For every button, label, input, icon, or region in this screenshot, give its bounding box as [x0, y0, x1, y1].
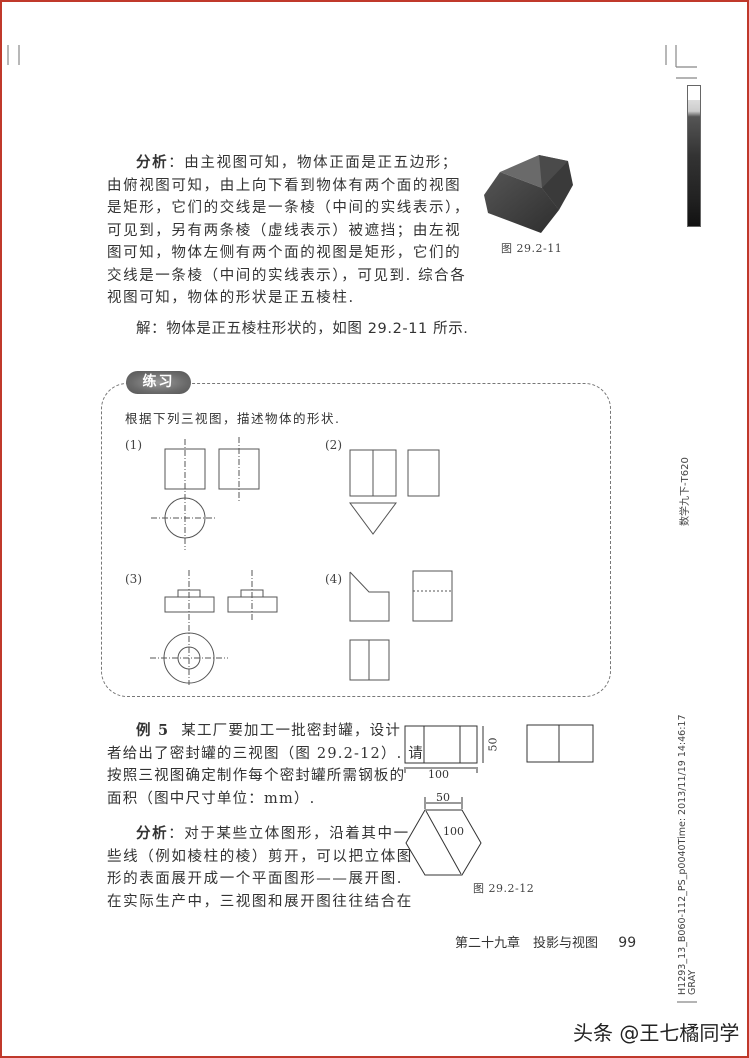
solution-paragraph-1: 解：物体是正五棱柱形状的，如图 29.2-11 所示.	[136, 321, 469, 337]
exercise-box	[101, 383, 611, 697]
dim-front-width: 100	[428, 768, 449, 781]
exercise-2-three-views	[349, 449, 440, 535]
dim-hex-diagonal: 100	[443, 825, 464, 838]
color-mode: GRAY	[687, 969, 698, 995]
figure-caption-29-2-11: 图 29.2-11	[501, 242, 563, 255]
canister-three-views-figure	[404, 724, 594, 876]
exercise-instruction: 根据下列三视图，描述物体的形状.	[125, 411, 341, 426]
page-footer: 第二十九章 投影与视图 99	[455, 932, 636, 951]
exercise-3-three-views	[150, 570, 278, 685]
analysis-lead: 分析	[136, 155, 169, 171]
exercise-item-2-label: (2)	[325, 438, 342, 452]
dim-hex-side: 50	[436, 791, 450, 804]
grayscale-calibration-bar	[687, 85, 701, 227]
chapter-title: 第二十九章 投影与视图	[455, 936, 599, 951]
exercise-badge: 练习	[126, 371, 191, 394]
exercise-item-1-label: (1)	[125, 438, 142, 452]
exercise-1-three-views	[151, 437, 260, 550]
print-info: H1293_13_B060-112_PS_p0040Time: 2013/11/…	[677, 714, 688, 996]
book-code: 数学九下-T620	[680, 457, 691, 526]
exercise-item-4-label: (4)	[325, 572, 342, 586]
analysis-paragraph-2: 分析：对于某些立体图形，沿着其中一 些线（例如棱柱的棱）剪开，可以把立体图 形的…	[107, 826, 413, 910]
page-number: 99	[618, 935, 637, 951]
figure-caption-29-2-12: 图 29.2-12	[473, 882, 535, 895]
exercise-item-3-label: (3)	[125, 572, 142, 586]
analysis-paragraph-1: 分析：由主视图可知，物体正面是正五边形； 由俯视图可知，由上向下看到物体有两个面…	[107, 155, 471, 306]
pentagonal-prism-figure	[484, 155, 573, 233]
watermark: 头条 @王七橘同学	[573, 1021, 740, 1045]
analysis-lead-2: 分析	[136, 826, 169, 842]
exercise-4-three-views	[349, 570, 453, 681]
dim-front-height: 50	[486, 737, 500, 752]
example-5-lead: 例 5	[136, 722, 170, 739]
